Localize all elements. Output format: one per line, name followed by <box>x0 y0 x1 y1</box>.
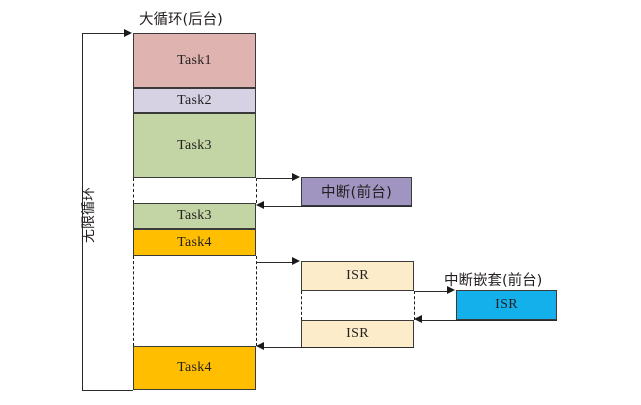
column-gap-dash-left-upper <box>133 178 134 203</box>
loop-bracket-top <box>82 33 126 35</box>
isr-gap-dash-right <box>413 291 415 320</box>
task-block-task1: Task1 <box>133 33 256 88</box>
loop-bracket-vertical <box>82 33 84 391</box>
isr-block-second: ISR <box>301 320 414 348</box>
task-block-task3-first: Task3 <box>133 113 256 178</box>
column-gap-dash-right-upper <box>255 178 257 203</box>
isr-enter-line <box>256 261 294 263</box>
task-block-task4-first: Task4 <box>133 229 256 256</box>
infinite-loop-label: 无限循环 <box>81 187 97 243</box>
nested-isr-enter-line <box>414 290 448 292</box>
interrupt-return-arrow-icon <box>256 201 264 210</box>
nested-isr-return-arrow-icon <box>414 315 422 324</box>
nested-isr-block: ISR <box>456 290 557 320</box>
column-gap-dash-right-lower <box>255 256 257 346</box>
isr-return-line <box>264 346 414 348</box>
interrupt-enter-arrow-icon <box>292 173 300 182</box>
loop-arrow-head-icon <box>124 28 132 37</box>
background-loop-title: 大循环(后台) <box>139 12 223 28</box>
task-block-task2: Task2 <box>133 88 256 113</box>
interrupt-foreground-block: 中断(前台) <box>301 177 412 206</box>
loop-bracket-bottom <box>82 389 133 391</box>
isr-block-first: ISR <box>301 261 414 291</box>
interrupt-enter-line <box>256 177 294 179</box>
column-gap-dash-left-lower <box>133 256 134 346</box>
interrupt-return-line <box>264 205 412 207</box>
interrupt-foreground-label: 中断(前台) <box>320 185 393 201</box>
nested-interrupt-title: 中断嵌套(前台) <box>444 273 543 289</box>
task-block-task3-resumed: Task3 <box>133 203 256 229</box>
nested-isr-return-line <box>422 319 557 321</box>
isr-return-arrow-icon <box>256 342 264 351</box>
nested-isr-enter-arrow-icon <box>447 286 455 295</box>
task-block-task4-resumed: Task4 <box>133 346 256 390</box>
isr-enter-arrow-icon <box>292 257 300 266</box>
isr-gap-dash-left <box>301 291 302 320</box>
